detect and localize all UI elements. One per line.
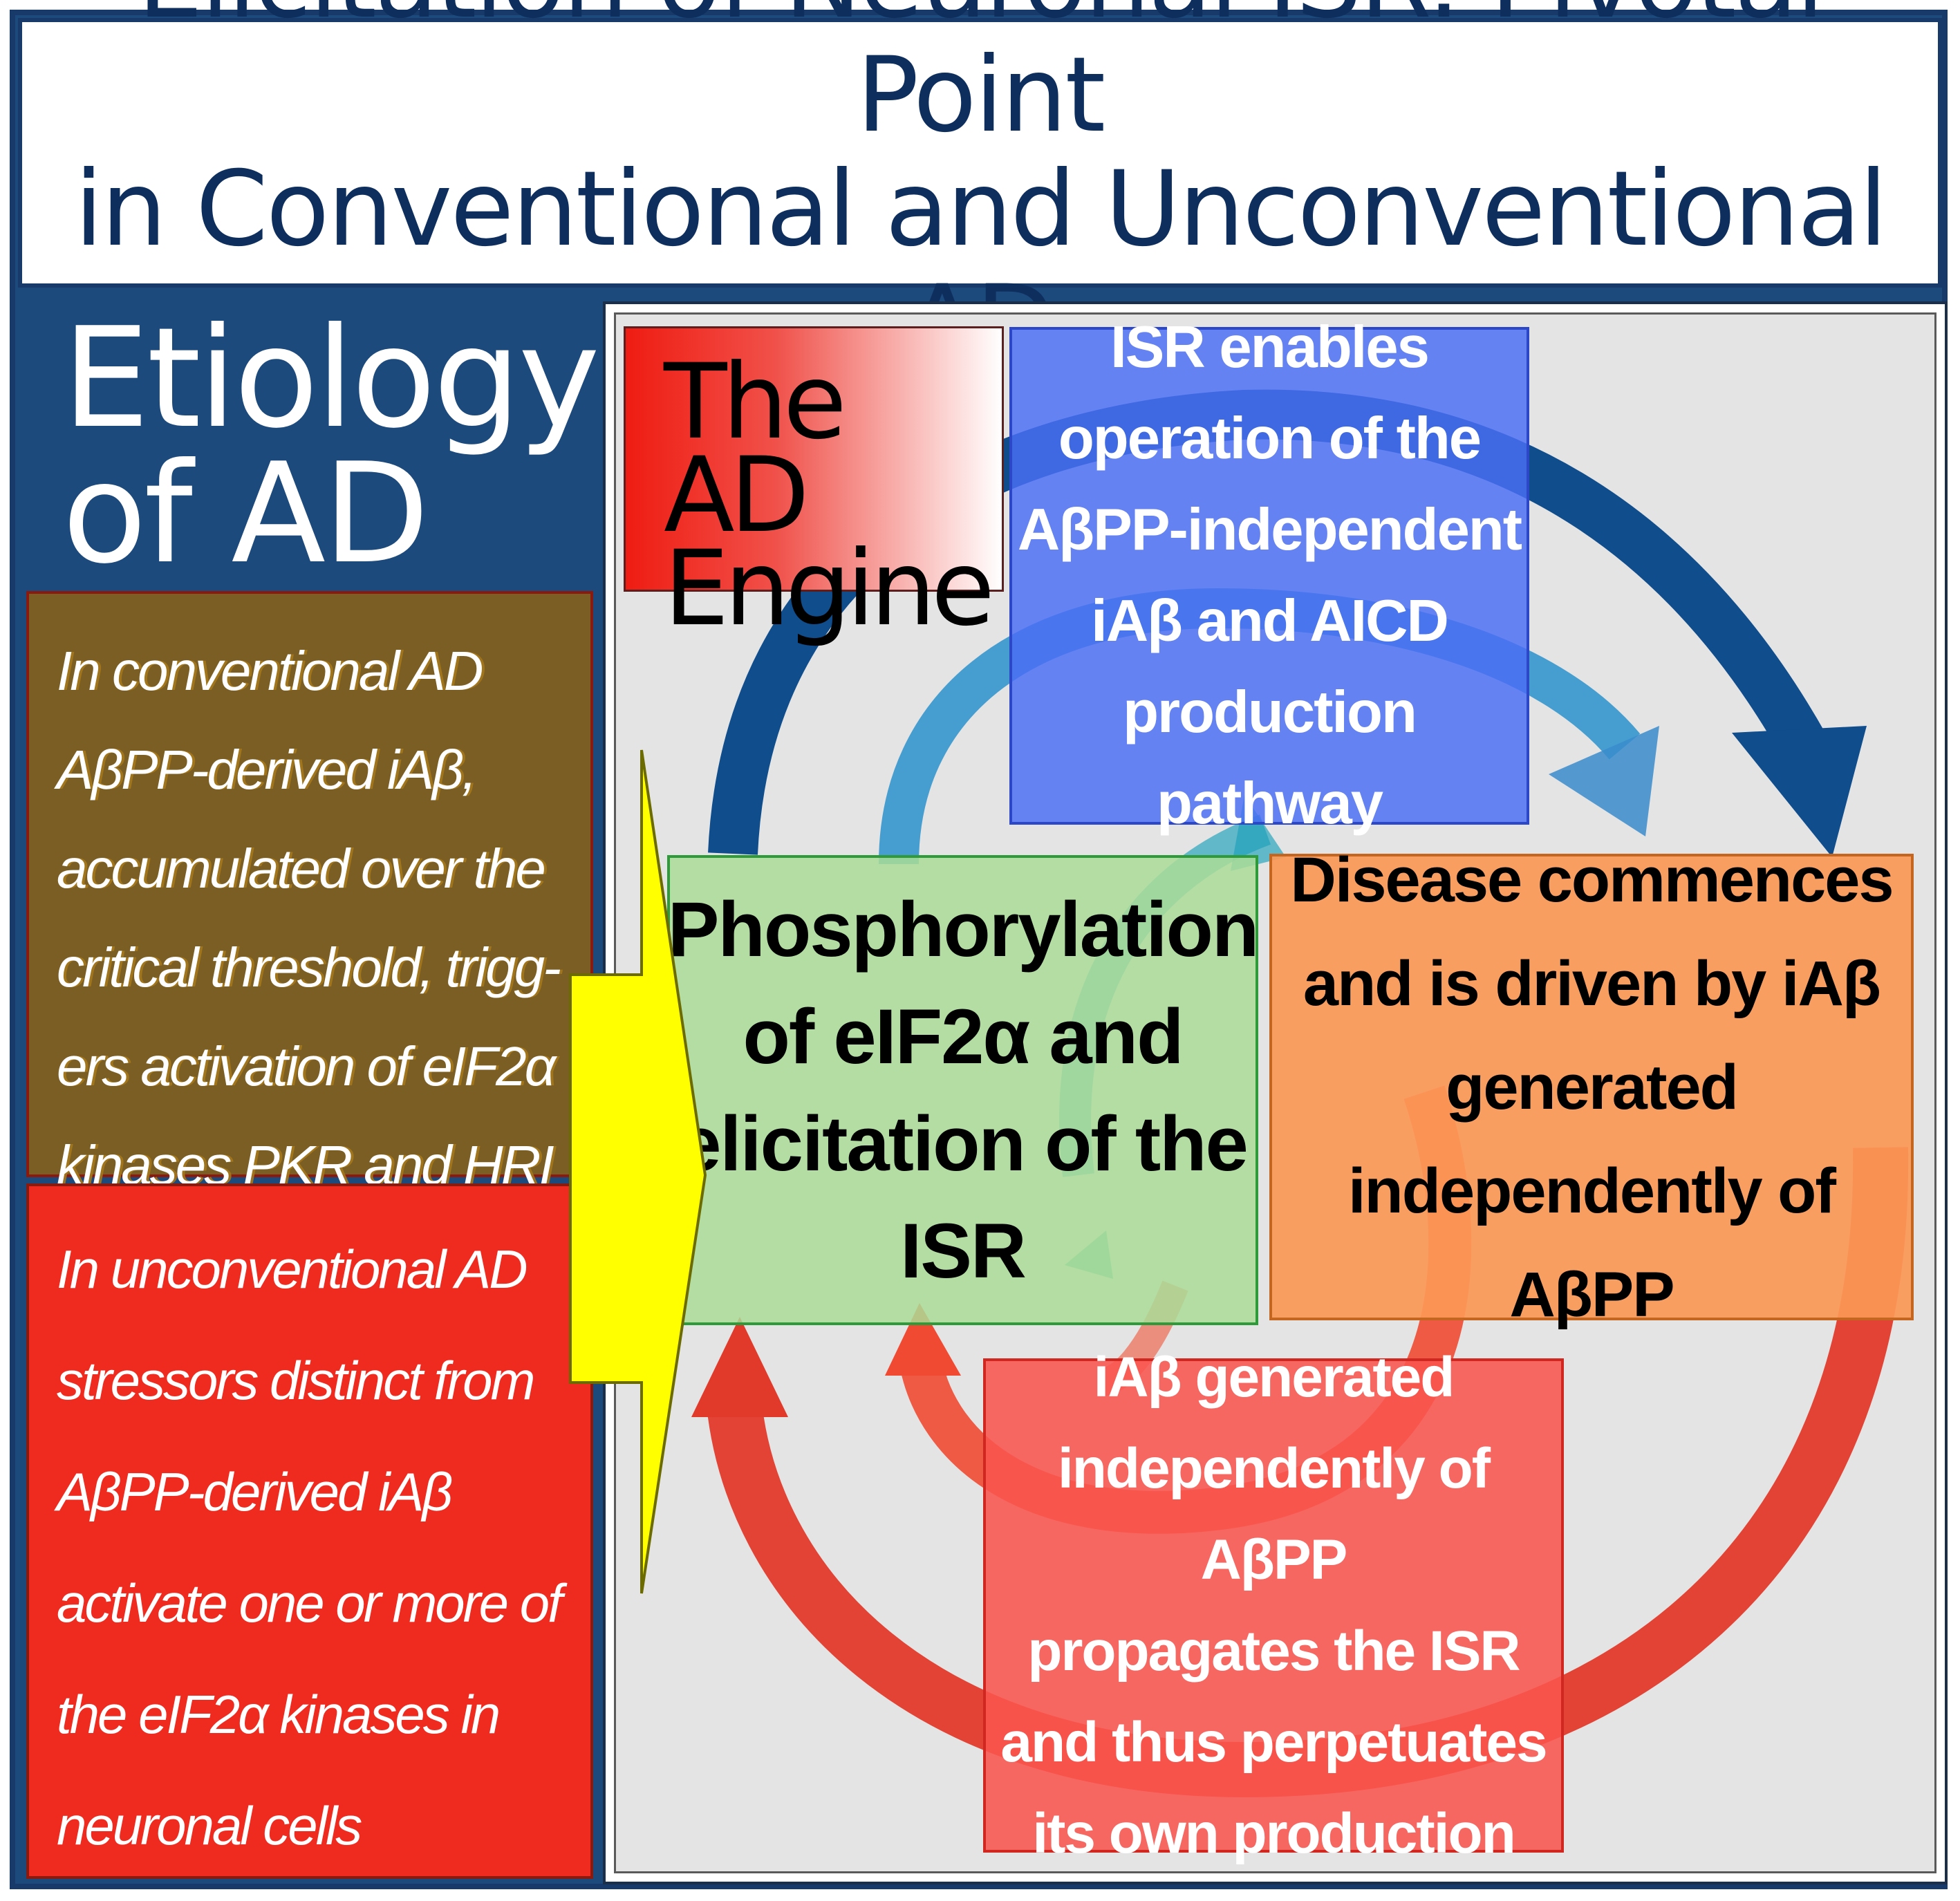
unconventional-ad-text: In unconventional AD stressors distinct … (57, 1239, 563, 1856)
ad-engine-title-line1: The AD (664, 342, 847, 556)
iab-propagates-text: iAβ generated independently of AβPP prop… (1000, 1345, 1547, 1865)
iab-propagates-box: iAβ generated independently of AβPP prop… (983, 1346, 1564, 1865)
page-title: Elicitation of Neuronal ISR: Pivotal Poi… (74, 0, 1888, 381)
unconventional-ad-box: In unconventional AD stressors distinct … (26, 1183, 593, 1879)
phosphorylation-text: Phosphorylation of eIF2α and elicitation… (667, 886, 1260, 1294)
isr-enables-box: ISR enables operation of the AβPP-indepe… (1009, 315, 1529, 836)
ad-engine-title-line2: Engine (664, 529, 995, 649)
inner-blue-arrowhead (1549, 726, 1659, 836)
outer-blue-arrowhead (1732, 726, 1867, 857)
etiology-heading: Etiology of AD (62, 298, 600, 594)
conventional-ad-text: In conventional AD AβPP-derived iAβ, acc… (57, 640, 561, 1196)
conventional-ad-shadow-text: In conventional AD AβPP-derived iAβ, acc… (59, 640, 564, 1196)
inner-red-arrowhead (885, 1303, 961, 1376)
etiology-heading-line1: Etiology (62, 298, 600, 459)
yellow-arrow-shape (569, 749, 707, 1594)
conventional-ad-box: In conventional AD AβPP-derived iAβ, acc… (26, 591, 593, 1196)
disease-commences-box: Disease commences and is driven by iAβ g… (1269, 845, 1914, 1330)
etiology-heading-line2: of AD (62, 433, 429, 594)
isr-enables-text: ISR enables operation of the AβPP-indepe… (1017, 315, 1522, 836)
phosphorylation-box: Phosphorylation of eIF2α and elicitation… (667, 855, 1260, 1325)
outer-red-arrowhead (691, 1317, 788, 1417)
ad-engine-title: The AD Engine (624, 326, 1004, 641)
disease-commences-text: Disease commences and is driven by iAβ g… (1290, 844, 1894, 1330)
page-title-box: Elicitation of Neuronal ISR: Pivotal Poi… (18, 0, 1942, 381)
